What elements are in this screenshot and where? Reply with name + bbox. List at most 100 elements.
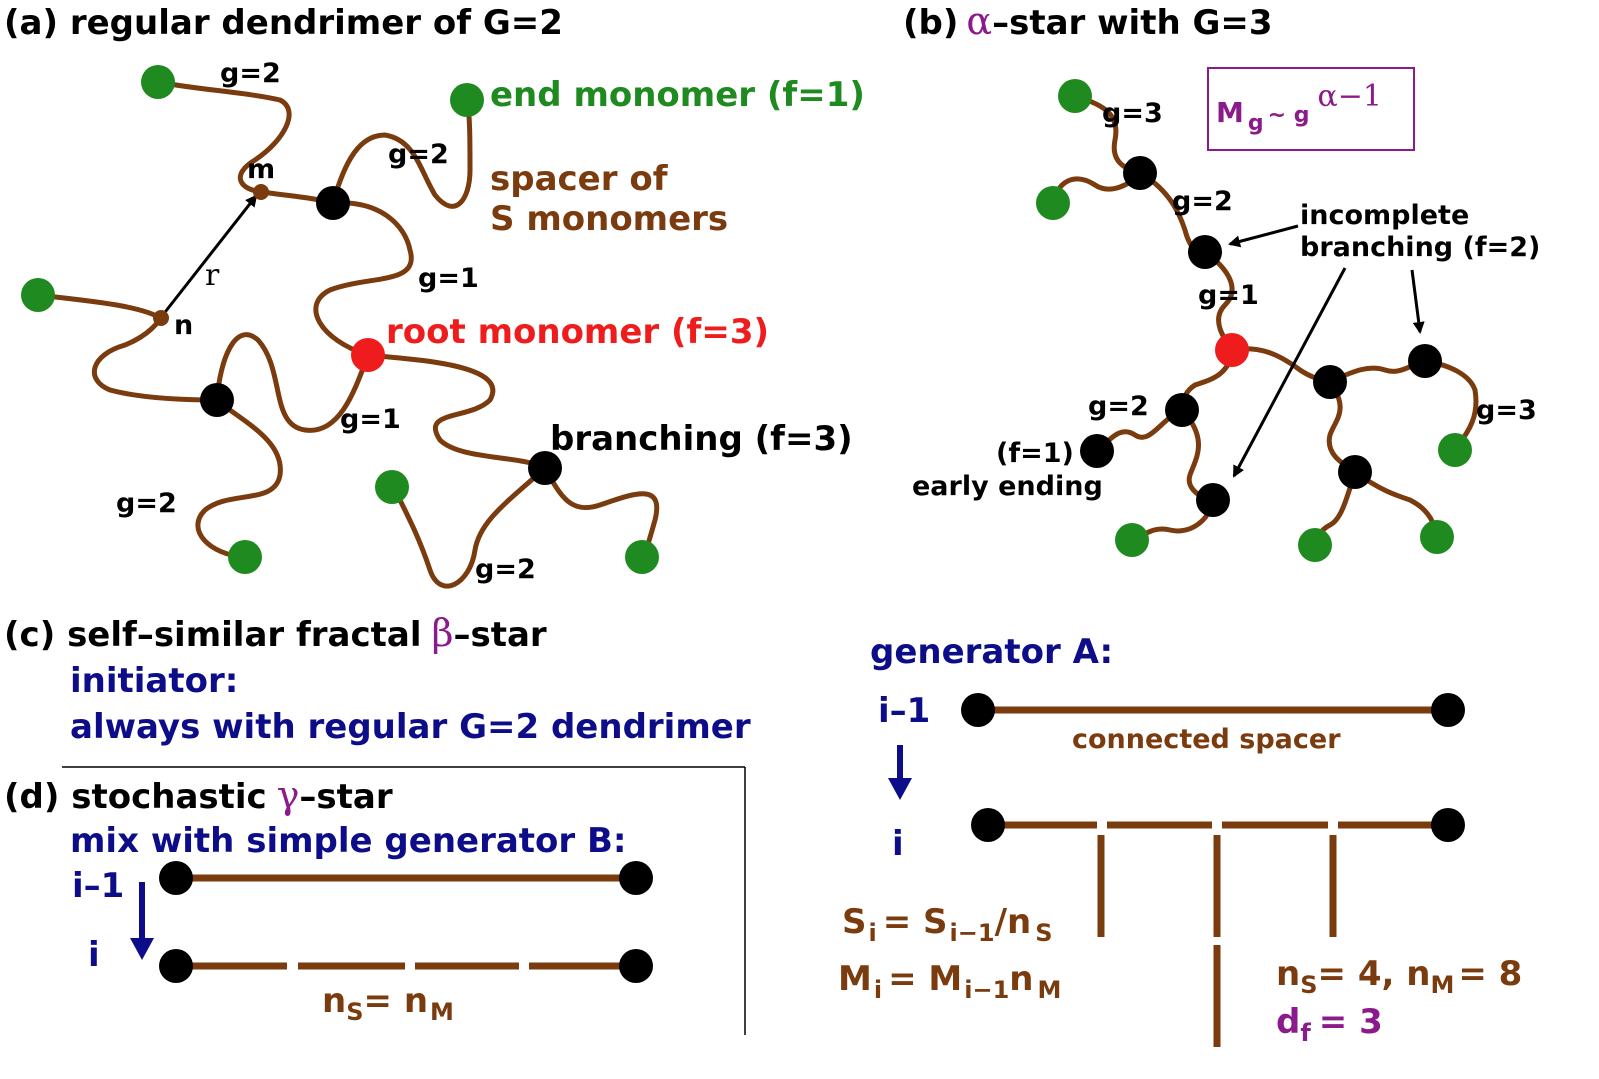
- monomer-m-label: m: [247, 154, 275, 185]
- monomer-n: [153, 310, 169, 326]
- step-label: i–1: [878, 691, 930, 731]
- distance-label: r: [205, 258, 220, 293]
- branching-monomer: [1080, 434, 1114, 468]
- branching-label: branching (f=3): [550, 419, 853, 459]
- down-arrow-head: [130, 938, 154, 960]
- branching-monomer: [1196, 483, 1230, 517]
- generation-label: g=1: [340, 404, 401, 435]
- branching-monomer: [619, 861, 653, 895]
- end-monomer: [1438, 433, 1472, 467]
- gamma-symbol: γ: [277, 773, 300, 817]
- ns-equals-nm: nS= nM: [322, 981, 454, 1026]
- end-monomer: [1298, 528, 1332, 562]
- pointer-arrow: [1232, 267, 1347, 478]
- branching-monomer: [1408, 344, 1442, 378]
- down-arrow-head: [888, 778, 912, 800]
- branching-monomer: [1431, 693, 1465, 727]
- branching-monomer: [971, 808, 1005, 842]
- branching-monomer: [200, 383, 234, 417]
- end-monomer: [141, 65, 175, 99]
- branching-monomer: [1123, 156, 1157, 190]
- early-ending-label: early ending: [912, 471, 1103, 502]
- chain: [155, 79, 336, 206]
- branching-monomer: [1338, 455, 1372, 489]
- spacer-label: S monomers: [490, 199, 728, 239]
- branching-monomer: [961, 693, 995, 727]
- generator-a-title: generator A:: [870, 632, 1113, 672]
- generation-label: g=3: [1102, 98, 1163, 129]
- panel-a-title: (a) regular dendrimer of G=2: [4, 3, 563, 43]
- root-monomer-label: root monomer (f=3): [386, 312, 769, 352]
- distance-arrow: [160, 194, 258, 317]
- panel-a: (a) regular dendrimer of G=2 g=2 g=2 g=1…: [4, 3, 865, 589]
- branching-monomer: [1313, 365, 1347, 399]
- end-monomer: [450, 83, 484, 117]
- root-monomer: [351, 338, 385, 372]
- generator-a: generator A: i–1 i connected spacer Si= …: [838, 632, 1522, 1047]
- pointer-arrow: [1228, 224, 1299, 248]
- generation-label: g=1: [1198, 280, 1259, 311]
- step-label: i–1: [72, 866, 124, 906]
- generation-label: g=1: [418, 263, 479, 294]
- chain: [313, 200, 414, 358]
- connected-spacer-label: connected spacer: [1072, 724, 1341, 755]
- end-monomer: [1058, 79, 1092, 113]
- step-label: i: [892, 824, 904, 864]
- branching-monomer: [1165, 393, 1199, 427]
- generation-label: g=2: [388, 139, 449, 170]
- branching-monomer: [159, 861, 193, 895]
- monomer-m: [253, 184, 269, 200]
- formula-box: [1207, 67, 1415, 151]
- generation-label: g=2: [475, 554, 536, 585]
- end-monomer: [625, 540, 659, 574]
- end-monomer: [375, 470, 409, 504]
- f1-label: (f=1): [996, 438, 1074, 469]
- branching-monomer: [1188, 235, 1222, 269]
- incomplete-label: branching (f=2): [1300, 232, 1540, 263]
- end-monomer: [228, 540, 262, 574]
- beta-symbol: β: [432, 611, 454, 655]
- monomer-n-label: n: [174, 310, 193, 341]
- fractal-dimension: df= 3: [1276, 1002, 1383, 1047]
- end-monomer: [1115, 523, 1149, 557]
- branching-monomer: [159, 949, 193, 983]
- chain: [392, 465, 548, 589]
- branching-monomer: [316, 186, 350, 220]
- alpha-symbol: α: [966, 0, 992, 43]
- generation-label: g=2: [1172, 186, 1233, 217]
- generation-label: g=2: [116, 488, 177, 519]
- generation-label: g=3: [1476, 395, 1537, 426]
- step-label: i: [88, 935, 100, 975]
- generation-label: g=2: [1088, 391, 1149, 422]
- end-monomer: [1420, 520, 1454, 554]
- initiator-label: initiator:: [70, 661, 238, 701]
- root-monomer: [1215, 333, 1249, 367]
- branching-monomer: [528, 451, 562, 485]
- end-monomer: [1036, 186, 1070, 220]
- branching-monomer: [1431, 808, 1465, 842]
- generator-parameters: nS= 4, nM= 8: [1276, 954, 1522, 999]
- chain: [365, 352, 548, 471]
- chain: [330, 97, 473, 209]
- end-monomer: [21, 278, 55, 312]
- spacer-label: spacer of: [490, 159, 669, 199]
- pointer-arrow: [1410, 269, 1425, 334]
- chain: [195, 397, 283, 560]
- chain: [214, 332, 371, 433]
- branching-monomer: [619, 949, 653, 983]
- generator-b-label: mix with simple generator B:: [70, 821, 627, 861]
- generation-label: g=2: [220, 58, 281, 89]
- panel-b-title: (b)α–star with G=3: [903, 0, 1273, 43]
- incomplete-label: incomplete: [1300, 200, 1469, 231]
- initiator-description: always with regular G=2 dendrimer: [70, 707, 751, 747]
- end-monomer-label: end monomer (f=1): [490, 75, 865, 115]
